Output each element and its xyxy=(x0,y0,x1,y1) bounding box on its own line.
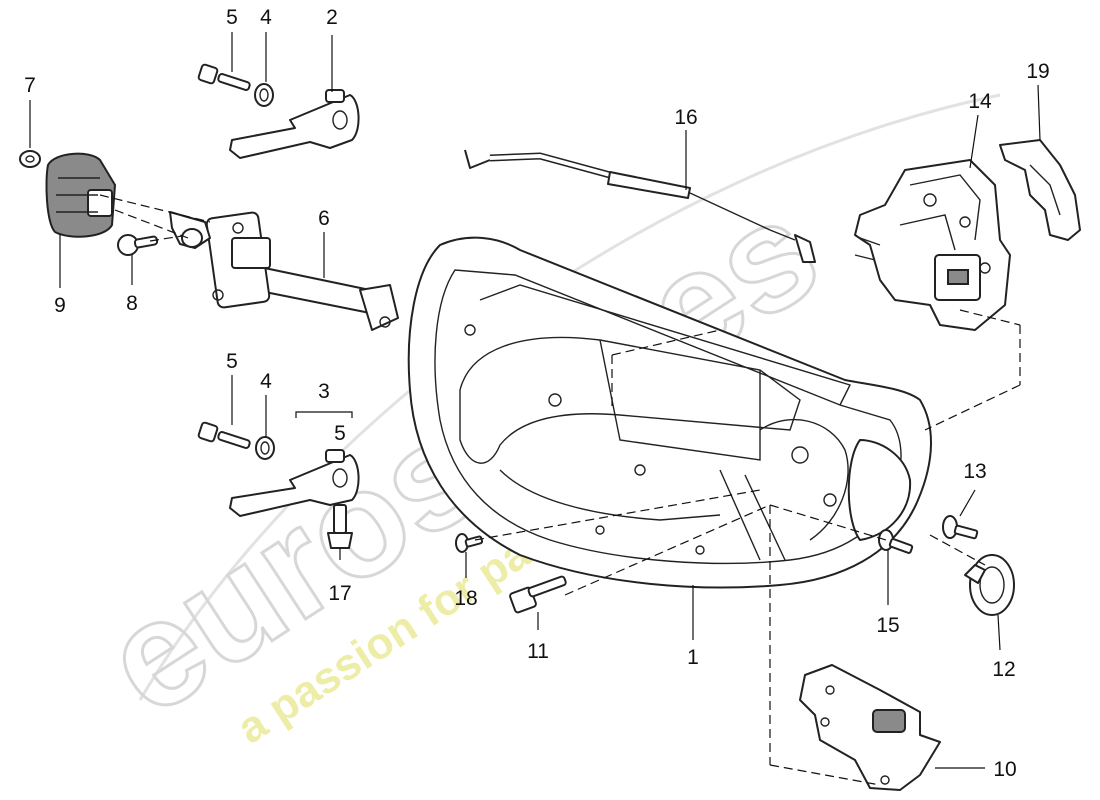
striker-plate xyxy=(964,554,1015,616)
lock-cover xyxy=(999,139,1081,241)
door-check-lower xyxy=(229,449,360,517)
callout-13: 13 xyxy=(963,460,986,483)
screw-13 xyxy=(942,515,979,540)
callout-10: 10 xyxy=(993,758,1016,781)
callout-17: 17 xyxy=(328,582,351,605)
callout-4-top: 4 xyxy=(260,6,272,29)
callout-9: 9 xyxy=(54,294,66,317)
bolt-lower xyxy=(197,421,251,449)
callout-5-bottom: 5 xyxy=(334,422,346,445)
callout-3: 3 xyxy=(318,380,330,403)
callout-5-mid: 5 xyxy=(226,350,238,373)
callout-14: 14 xyxy=(968,90,992,113)
door-cable xyxy=(464,149,816,263)
callout-labels: 2 4 5 7 9 8 6 5 4 3 5 17 18 11 1 16 14 1… xyxy=(24,6,1050,781)
leader-lines xyxy=(29,32,1041,786)
bolt-upper xyxy=(197,63,251,91)
check-bracket xyxy=(169,211,211,249)
door-check-upper xyxy=(229,89,360,159)
door-inner-panel xyxy=(407,236,932,589)
bolt-11 xyxy=(509,575,567,614)
nut-upper xyxy=(254,83,274,107)
door-lock xyxy=(854,159,1011,331)
callout-1: 1 xyxy=(687,646,699,669)
callout-7: 7 xyxy=(24,74,36,97)
callout-18: 18 xyxy=(454,587,477,610)
rubber-boot xyxy=(45,152,117,238)
callout-11: 11 xyxy=(527,640,549,663)
callout-12: 12 xyxy=(992,658,1015,681)
nut-lower xyxy=(255,436,275,460)
lock-bracket xyxy=(799,664,941,791)
callout-6: 6 xyxy=(318,207,330,230)
screw-15 xyxy=(878,529,914,554)
callout-5-top: 5 xyxy=(226,6,238,29)
callout-15: 15 xyxy=(876,614,899,637)
small-nut xyxy=(19,150,41,168)
bolt-17 xyxy=(327,504,353,549)
callout-8: 8 xyxy=(126,292,138,315)
callout-19: 19 xyxy=(1026,60,1049,83)
screw-8 xyxy=(117,234,159,256)
door-check-strap xyxy=(205,211,399,331)
callout-2: 2 xyxy=(326,6,338,29)
callout-16: 16 xyxy=(674,106,697,129)
callout-4-mid: 4 xyxy=(260,370,272,393)
